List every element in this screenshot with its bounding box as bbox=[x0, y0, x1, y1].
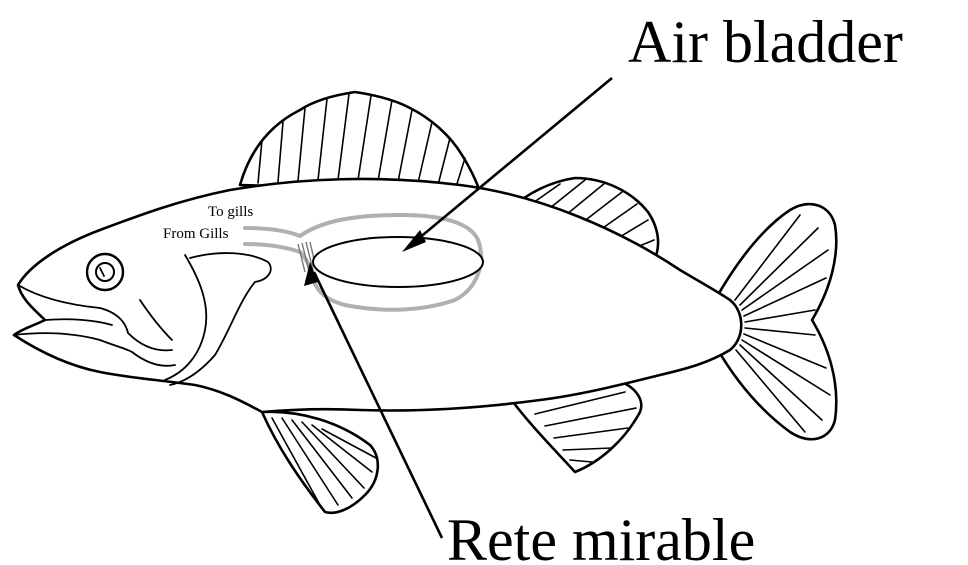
spiny-dorsal-fin bbox=[240, 92, 480, 192]
from-gills-label: From Gills bbox=[163, 226, 229, 242]
pelvic-fin bbox=[262, 412, 378, 513]
air-bladder-label: Air bladder bbox=[628, 9, 903, 75]
pupil bbox=[96, 263, 114, 281]
to-gills-label: To gills bbox=[208, 204, 253, 220]
air-bladder bbox=[313, 237, 483, 287]
rete-mirable-label: Rete mirable bbox=[447, 507, 755, 565]
